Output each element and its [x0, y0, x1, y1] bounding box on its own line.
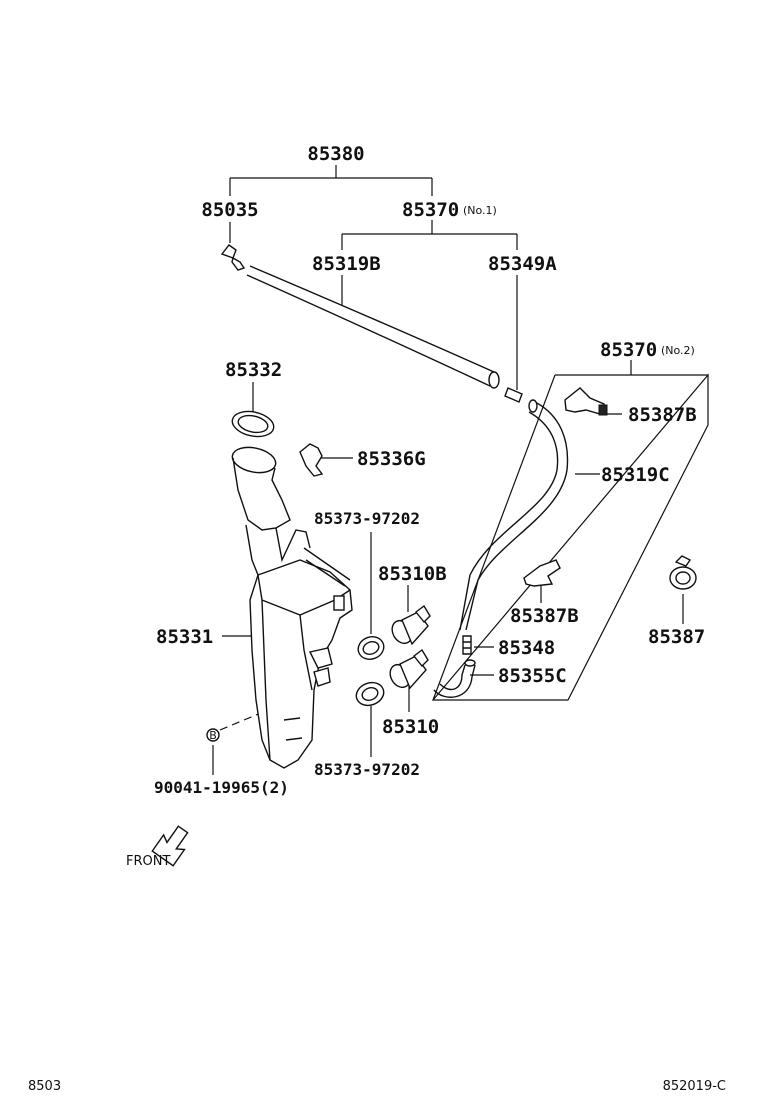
bolt-marker-label: B [209, 729, 217, 742]
label-85310B: 85310B [378, 563, 447, 585]
label-85370-no2: 85370 [600, 339, 657, 361]
washer-tank-85331 [231, 446, 353, 769]
label-85348: 85348 [498, 637, 555, 659]
label-85331: 85331 [156, 626, 213, 648]
pump-85310 [389, 648, 429, 690]
joint-85349A [504, 387, 523, 403]
pump-85310B [391, 604, 431, 646]
hose-85319B [246, 265, 500, 389]
bolt-marker: B [206, 728, 220, 742]
label-85319B: 85319B [312, 253, 381, 275]
nozzle-85035 [220, 244, 246, 271]
label-85349A: 85349A [488, 253, 557, 275]
label-85355C: 85355C [498, 665, 567, 687]
label-85373-top: 85373-97202 [314, 509, 420, 528]
label-85336G: 85336G [357, 448, 426, 470]
label-90041: 90041-19965(2) [154, 778, 289, 797]
label-85370-no1-note: (No.1) [463, 204, 497, 217]
clamp-85387B-mid [523, 559, 561, 587]
front-label: FRONT [126, 854, 170, 869]
label-85387: 85387 [648, 626, 705, 648]
label-85310: 85310 [382, 716, 439, 738]
clamp-85387B-top [564, 387, 608, 416]
label-85373-bottom: 85373-97202 [314, 760, 420, 779]
label-85380: 85380 [307, 143, 364, 165]
label-85319C: 85319C [601, 464, 670, 486]
hose-85319C [459, 399, 569, 631]
label-85035: 85035 [201, 199, 258, 221]
joint-85348 [462, 635, 472, 655]
footer-left-code: 8503 [28, 1079, 61, 1094]
hose-85355C [433, 659, 476, 698]
label-85387B-mid: 85387B [510, 605, 579, 627]
cap-85332 [231, 410, 275, 438]
front-arrow-icon [151, 825, 189, 867]
footer-right-code: 852019-C [663, 1079, 726, 1094]
label-85370-no1: 85370 [402, 199, 459, 221]
clip-85336G [299, 443, 324, 477]
grommet-85373-top [357, 636, 385, 660]
part-labels: 85380 85035 85370 (No.1) 85319B 85349A 8… [154, 143, 705, 797]
label-85332: 85332 [225, 359, 282, 381]
grommet-85373-bottom [355, 681, 385, 707]
label-85387B-top: 85387B [628, 404, 697, 426]
clamp-85387 [669, 555, 697, 590]
label-85370-no2-note: (No.2) [661, 344, 695, 357]
